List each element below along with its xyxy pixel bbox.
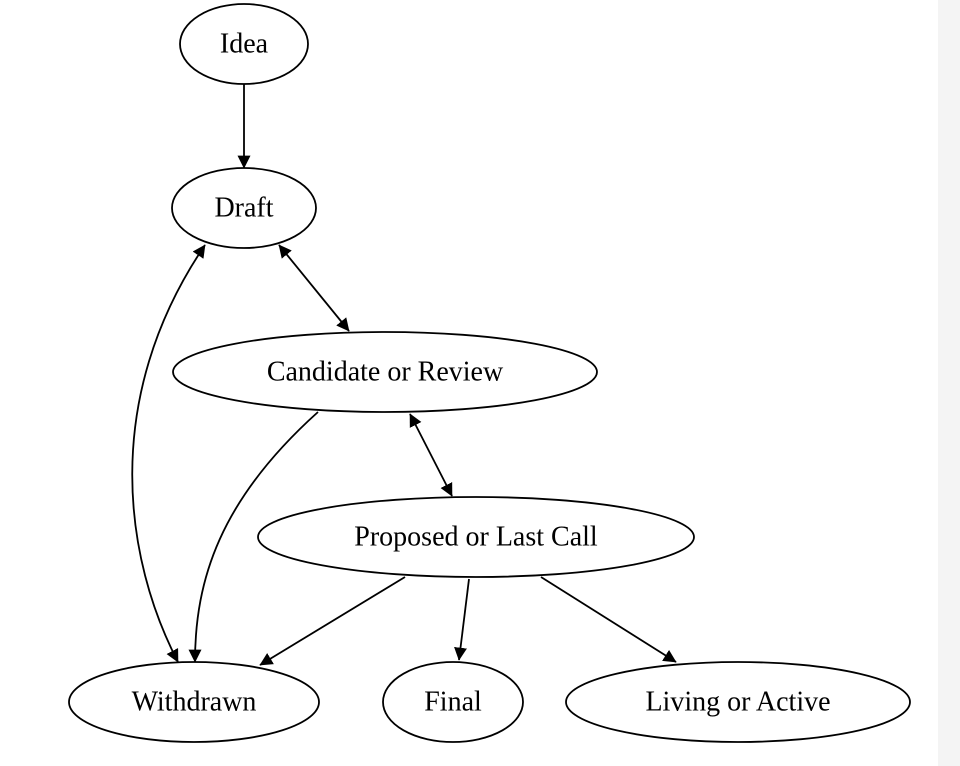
right-edge-strip — [938, 0, 960, 766]
node-withdrawn: Withdrawn — [68, 661, 320, 743]
node-idea-shape — [179, 3, 309, 85]
edge-draft-withdrawn — [131, 244, 206, 663]
node-living-shape — [565, 661, 911, 743]
edge-proposed-to-withdrawn — [259, 576, 406, 666]
node-idea-label: Idea — [220, 29, 269, 60]
node-living-label: Living or Active — [645, 687, 830, 718]
node-final: Final — [382, 661, 524, 743]
node-living: Living or Active — [565, 661, 911, 743]
node-proposed-shape — [257, 496, 695, 578]
node-idea: Idea — [179, 3, 309, 85]
node-proposed: Proposed or Last Call — [257, 496, 695, 578]
edge-proposed-to-final — [454, 578, 470, 661]
edge-candidate-proposed — [409, 413, 453, 497]
edge-draft-candidate — [278, 244, 350, 332]
node-candidate-shape — [172, 331, 598, 413]
node-withdrawn-label: Withdrawn — [132, 687, 257, 718]
node-draft-label: Draft — [214, 193, 273, 224]
node-withdrawn-shape — [68, 661, 320, 743]
node-candidate: Candidate or Review — [172, 331, 598, 413]
node-proposed-label: Proposed or Last Call — [354, 522, 598, 553]
node-final-label: Final — [424, 687, 482, 718]
edge-candidate-to-withdrawn — [188, 411, 319, 663]
node-final-shape — [382, 661, 524, 743]
edge-proposed-to-living — [540, 576, 677, 663]
node-draft-shape — [171, 167, 317, 249]
node-candidate-label: Candidate or Review — [267, 357, 504, 388]
edges — [131, 84, 677, 666]
node-draft: Draft — [171, 167, 317, 249]
